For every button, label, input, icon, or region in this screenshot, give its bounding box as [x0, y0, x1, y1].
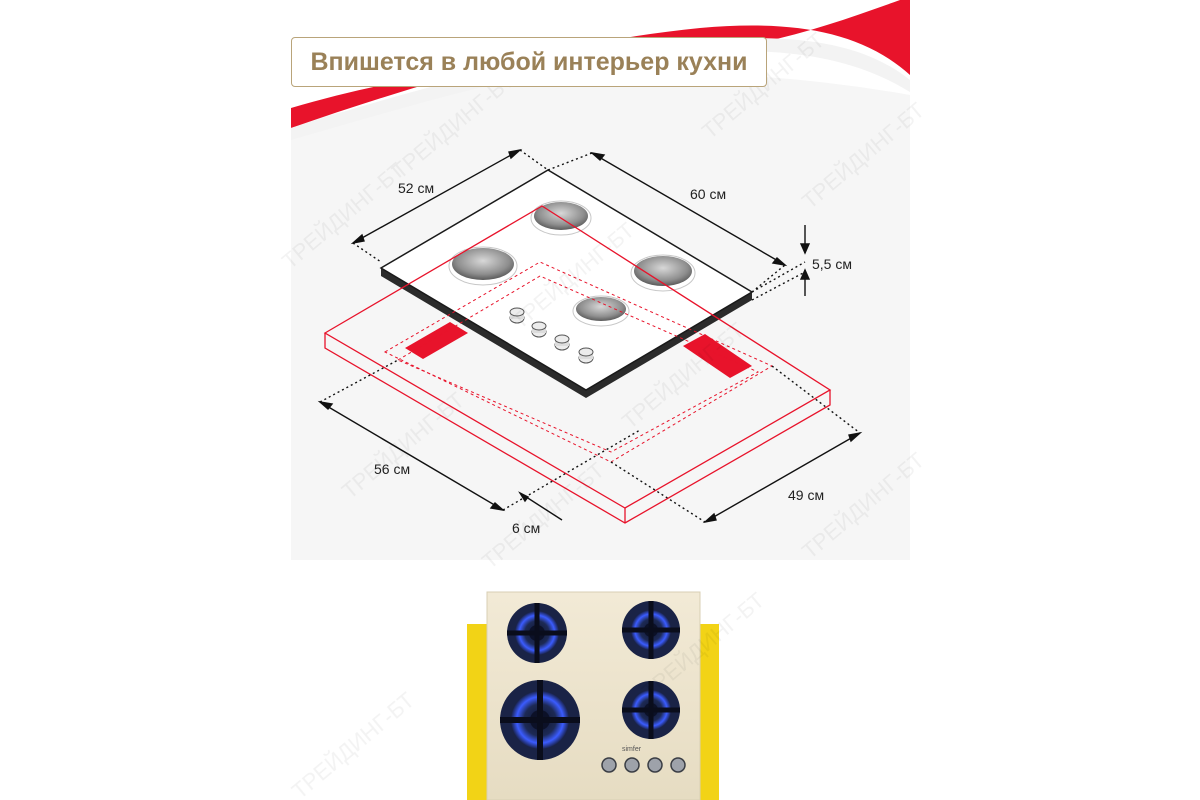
page-title: Впишется в любой интерьер кухни	[291, 37, 767, 87]
dim-cutout-depth-label: 49 см	[788, 487, 825, 503]
photo-brand-mark: simfer	[622, 746, 642, 753]
dimension-lines	[317, 148, 863, 524]
svg-text:ТРЕЙДИНГ-БТ: ТРЕЙДИНГ-БТ	[287, 687, 419, 800]
hob-knobs	[509, 307, 594, 364]
photo-knobs	[601, 757, 686, 773]
photo-burners	[500, 601, 680, 760]
countertop-outline	[323, 205, 832, 524]
red-accent-swoosh	[291, 0, 910, 128]
dim-depth-label: 52 см	[398, 180, 435, 196]
dim-width-label: 60 см	[690, 186, 727, 202]
dim-cutout-width-label: 56 см	[374, 461, 411, 477]
hob-burners	[448, 200, 696, 327]
cutout-right-fill	[683, 334, 752, 378]
page-title-text: Впишется в любой интерьер кухни	[310, 47, 748, 76]
cutout-left-fill	[405, 322, 468, 359]
dim-height-label: 5,5 см	[812, 256, 852, 272]
dim-gap-label: 6 см	[512, 520, 541, 536]
